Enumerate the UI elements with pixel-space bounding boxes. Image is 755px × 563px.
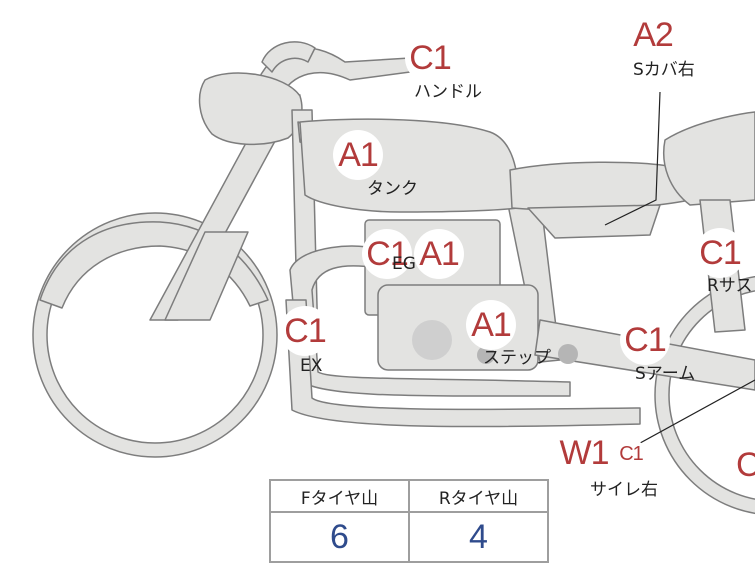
marker-silencer-w1: W1	[559, 428, 610, 478]
label-tank: タンク	[367, 179, 418, 199]
marker-silencer-c1: C1	[616, 439, 646, 469]
label-exhaust: EX	[300, 356, 323, 376]
footpeg-2	[477, 346, 495, 364]
handle-grip	[261, 41, 316, 73]
engine-cover	[412, 320, 452, 360]
label-engine: EG	[392, 254, 416, 274]
front-tire-value: 6	[269, 511, 410, 563]
front-tire-header: Fタイヤ山	[269, 479, 410, 513]
label-silencer-right: サイレ右	[590, 480, 658, 500]
side-cover	[527, 204, 661, 239]
marker-exhaust: C1	[280, 306, 330, 356]
rear-tire-header: Rタイヤ山	[408, 479, 549, 513]
label-swing-arm: Sアーム	[635, 364, 696, 384]
footpeg	[558, 344, 578, 364]
marker-handle: C1	[405, 33, 455, 83]
label-s-cover-right: Sカバ右	[633, 60, 695, 80]
headlight	[198, 72, 303, 146]
rear-tire-value: 4	[408, 511, 549, 563]
seat	[509, 161, 691, 211]
marker-step: A1	[466, 300, 516, 350]
marker-swing-arm: C1	[620, 315, 670, 365]
tire-tread-table: Fタイヤ山 Rタイヤ山 6 4	[269, 479, 549, 563]
label-handle: ハンドル	[414, 82, 482, 102]
leader-s-cover	[604, 91, 661, 226]
label-rear-suspension: Rサス	[707, 276, 753, 296]
marker-engine-a1: A1	[414, 229, 464, 279]
label-step: ステップ	[483, 348, 551, 368]
exhaust-pipe-lower	[285, 299, 641, 428]
leader-silencer	[621, 379, 755, 454]
rear-cowl	[663, 111, 755, 206]
marker-rear-suspension: C1	[695, 228, 745, 278]
fork-boot	[164, 231, 249, 321]
marker-tank: A1	[333, 130, 383, 180]
marker-engine-c1: C1	[362, 229, 412, 279]
marker-s-cover-right: A2	[628, 10, 678, 60]
rear-wheel-inner	[668, 290, 755, 500]
